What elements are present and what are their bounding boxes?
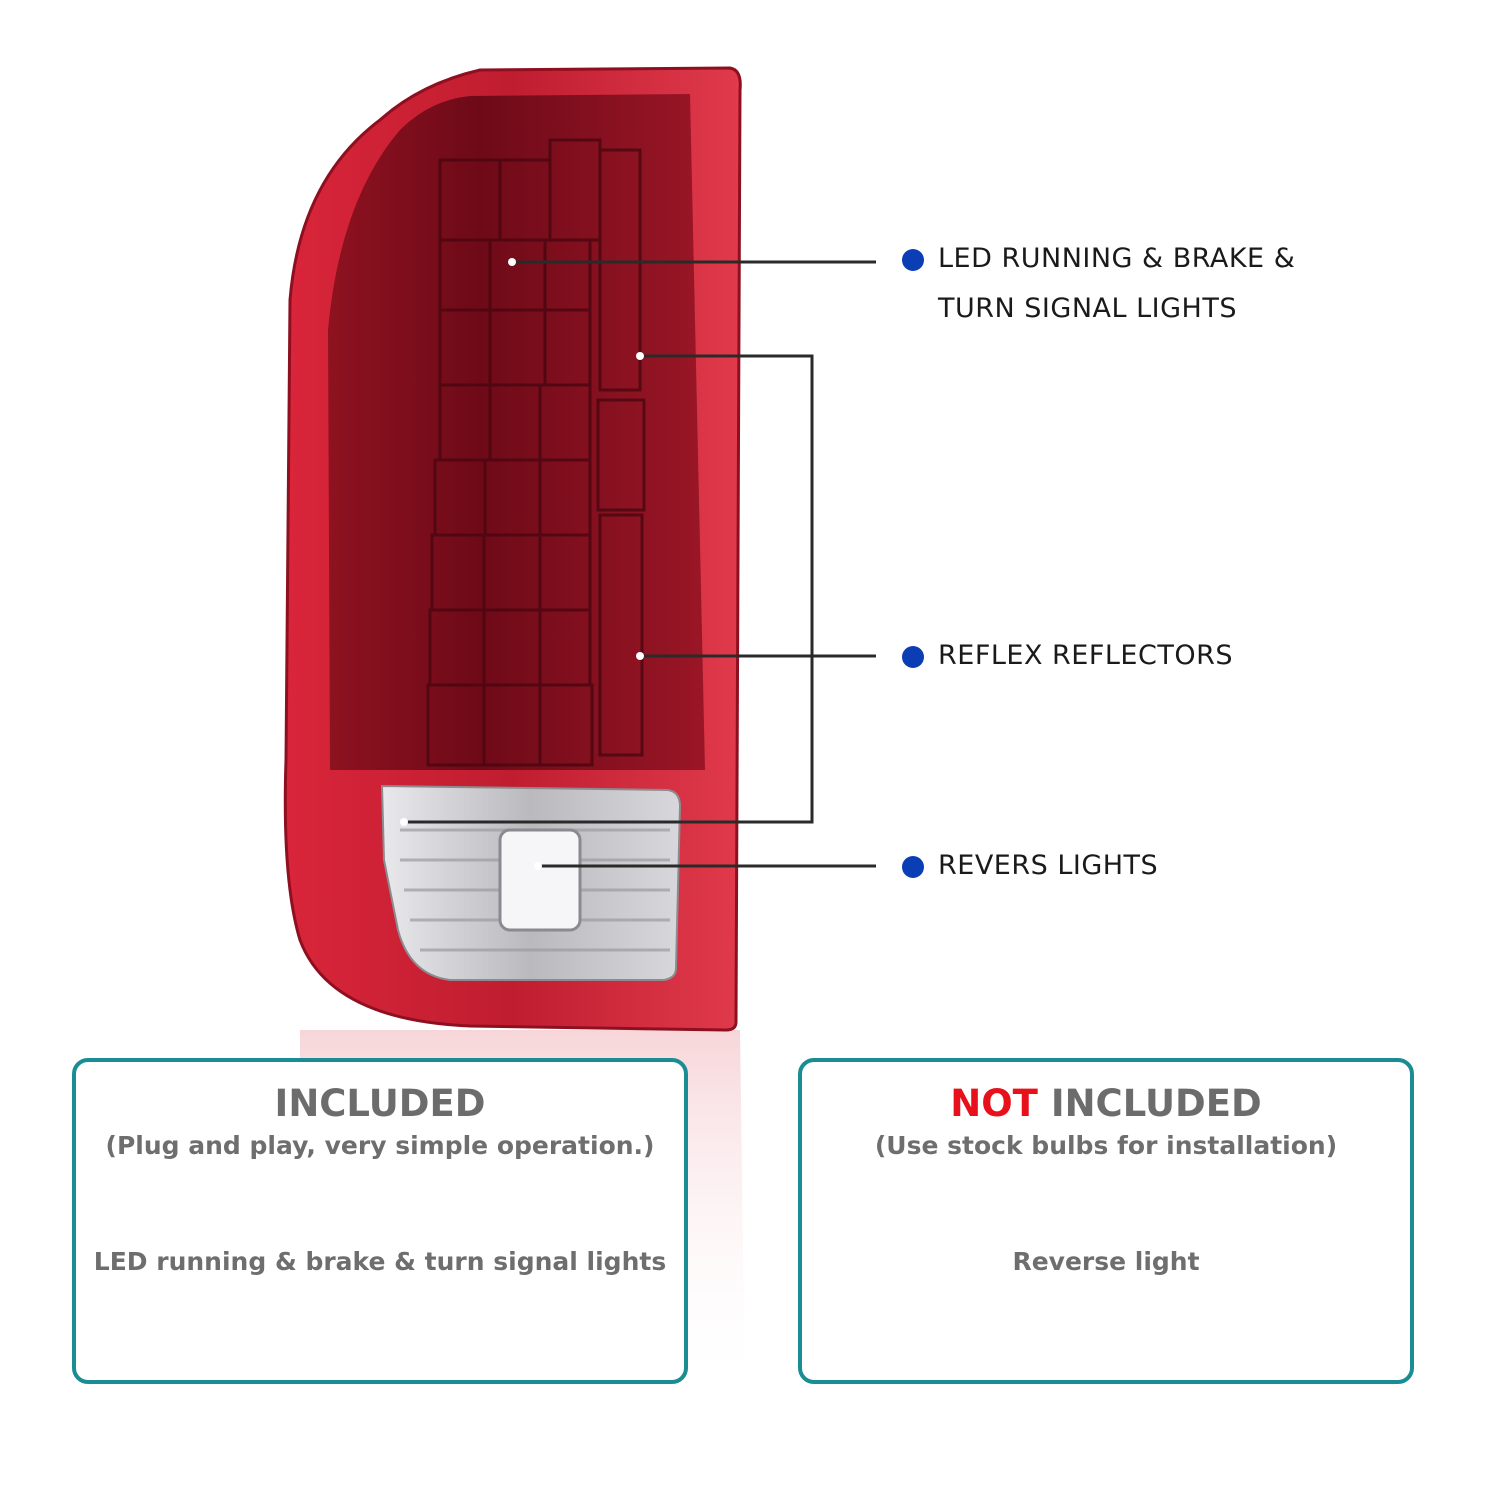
included-title: INCLUDED	[274, 1082, 486, 1125]
bullet-dot-icon	[902, 856, 924, 878]
not-included-title: NOT INCLUDED	[802, 1082, 1410, 1126]
included-subtitle: (Plug and play, very simple operation.)	[105, 1131, 655, 1160]
callout-revers-lights: REVERS LIGHTS	[902, 841, 1158, 891]
bullet-dot-icon	[902, 249, 924, 271]
led-grid	[426, 138, 646, 767]
leader-lines	[404, 260, 876, 868]
included-item: LED running & brake & turn signal lights	[93, 1247, 667, 1276]
not-included-box: NOT INCLUDED (Use stock bulbs for instal…	[798, 1058, 1414, 1384]
not-accent-text: NOT	[950, 1082, 1038, 1125]
callout-label: REVERS LIGHTS	[938, 850, 1159, 881]
callout-led-running-brake-turn: LED RUNNING & BRAKE & TURN SIGNAL LIGHTS	[902, 234, 1295, 334]
included-box: INCLUDED (Plug and play, very simple ope…	[72, 1058, 688, 1384]
bullet-dot-icon	[902, 646, 924, 668]
leader-line-ends	[400, 258, 644, 870]
callout-label: LED RUNNING & BRAKE & TURN SIGNAL LIGHTS	[938, 243, 1296, 324]
callout-reflex-reflectors: REFLEX REFLECTORS	[902, 631, 1233, 681]
led-chamber	[328, 94, 705, 770]
not-included-item: Reverse light	[1012, 1247, 1200, 1276]
not-included-title-rest: INCLUDED	[1037, 1082, 1262, 1125]
not-included-subtitle: (Use stock bulbs for installation)	[874, 1131, 1338, 1160]
callout-label: REFLEX REFLECTORS	[938, 640, 1233, 671]
reverse-bulb-housing	[498, 828, 582, 932]
